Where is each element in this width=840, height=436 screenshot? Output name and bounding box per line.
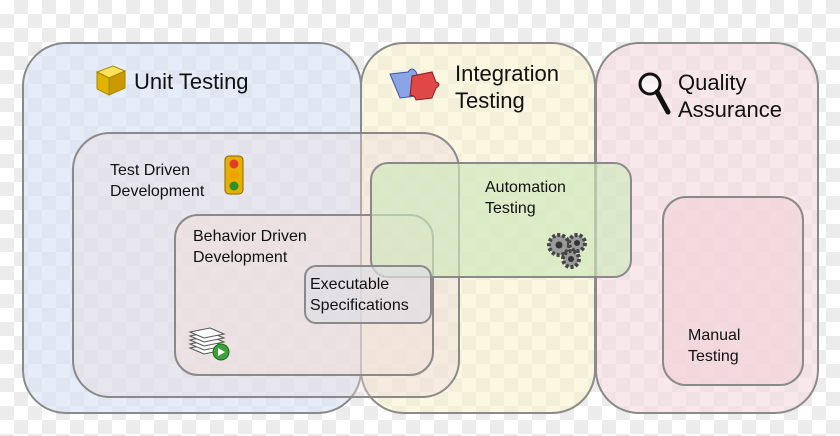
unit-testing-label: Unit Testing bbox=[134, 69, 249, 94]
executable-specs-region bbox=[304, 265, 432, 324]
cube-icon bbox=[95, 65, 127, 96]
tdd-label: Test Driven Development bbox=[110, 162, 205, 200]
traffic-light-icon bbox=[224, 155, 244, 195]
manual-testing-region bbox=[662, 196, 804, 386]
gears-icon bbox=[547, 233, 587, 269]
puzzle-pieces-icon bbox=[389, 68, 440, 101]
manual-testing-label: Manual Testing bbox=[688, 327, 741, 365]
automation-testing-region bbox=[370, 162, 632, 278]
executable-specs-label: Executable Specifications bbox=[310, 276, 409, 314]
bdd-label: Behavior Driven Development bbox=[193, 228, 307, 266]
magnifying-glass-icon bbox=[638, 72, 671, 115]
automation-testing-label: Automation Testing bbox=[485, 179, 566, 217]
document-stack-play-icon bbox=[188, 327, 230, 361]
integration-testing-label: Integration Testing bbox=[455, 61, 559, 113]
quality-assurance-label: Quality Assurance bbox=[678, 70, 782, 122]
